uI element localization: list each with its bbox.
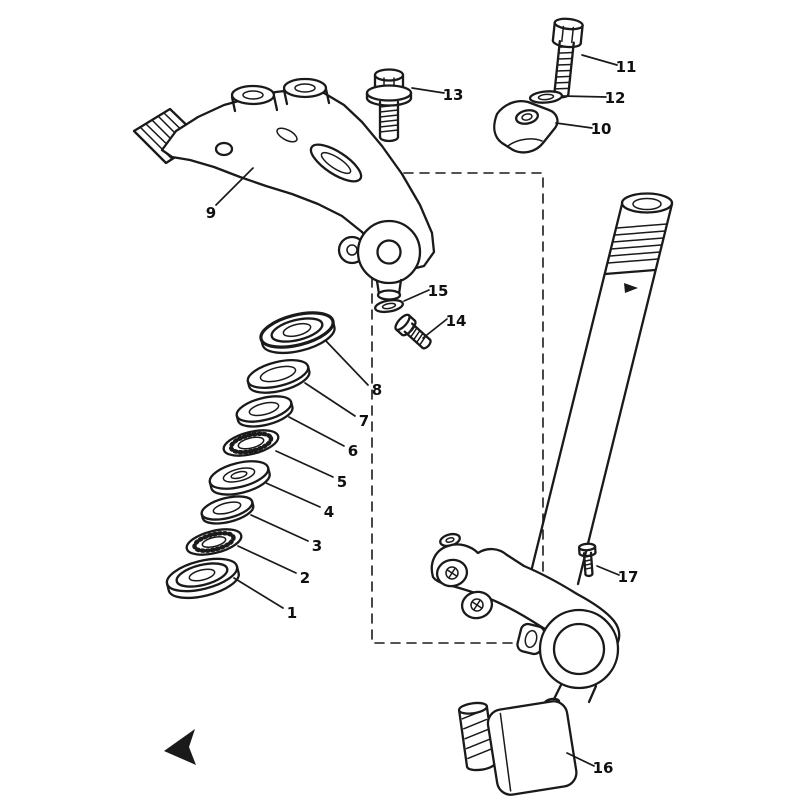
part-labels: 1 2 3 4 5 6 7 8 9 10 11 12 13 14 15 16 1… [206, 58, 639, 777]
leader-lines [215, 54, 620, 767]
part-label-15: 15 [428, 282, 449, 300]
leader-line-7 [304, 382, 356, 417]
part-label-16: 16 [593, 759, 614, 777]
part-label-17: 17 [618, 568, 639, 586]
leader-line-12 [561, 95, 607, 98]
part-label-12: 12 [605, 89, 626, 107]
leader-line-15 [403, 289, 430, 302]
fork-inner-tube [526, 192, 674, 586]
part-label-13: 13 [443, 86, 464, 104]
leader-line-13 [411, 87, 445, 94]
part-3-washer [200, 495, 255, 525]
part-13-flange-bolt [365, 68, 413, 143]
front-direction-arrow-icon [164, 729, 196, 765]
part-1-bearing-race [165, 557, 240, 600]
part-label-7: 7 [359, 412, 369, 430]
leader-line-10 [555, 122, 593, 129]
part-9-upper-bracket [132, 77, 436, 301]
part-14-bolt [394, 313, 432, 350]
part-label-5: 5 [337, 473, 347, 491]
leader-line-17 [596, 565, 620, 576]
part-11-hex-bolt [551, 17, 584, 99]
part-12-washer [528, 90, 564, 104]
part-label-11: 11 [616, 58, 637, 76]
part-label-1: 1 [287, 604, 297, 622]
part-label-3: 3 [312, 537, 322, 555]
leader-line-6 [288, 416, 345, 447]
leader-line-1 [233, 577, 284, 609]
leader-line-2 [237, 545, 297, 574]
part-label-10: 10 [591, 120, 612, 138]
leader-line-16 [566, 752, 595, 767]
leader-line-9 [215, 167, 254, 206]
part-15-washer [374, 298, 404, 314]
part-4-bearing-race [208, 460, 271, 496]
part-label-8: 8 [372, 381, 382, 399]
part-label-14: 14 [446, 312, 467, 330]
part-8-dust-cover [259, 311, 336, 355]
leader-line-3 [250, 514, 309, 542]
part-6-bearing-race [235, 395, 294, 428]
lower-bracket [430, 532, 621, 704]
part-16-clamp-end [457, 697, 578, 796]
leader-line-4 [265, 482, 321, 508]
part-label-2: 2 [300, 569, 310, 587]
leader-line-5 [275, 450, 334, 478]
leader-line-8 [325, 340, 369, 386]
part-5-ball-retainer [222, 429, 280, 457]
dashed-reference-box [371, 172, 544, 644]
tube-direction-mark-icon [624, 283, 638, 293]
leader-line-14 [422, 318, 448, 339]
part-17-screw [577, 542, 597, 578]
part-label-4: 4 [324, 503, 334, 521]
leader-line-11 [581, 54, 618, 66]
part-label-9: 9 [206, 204, 216, 222]
part-2-ball-retainer [185, 528, 243, 556]
part-10-handlebar-holder [493, 100, 559, 154]
part-7-washer [246, 359, 311, 394]
part-label-6: 6 [348, 442, 358, 460]
